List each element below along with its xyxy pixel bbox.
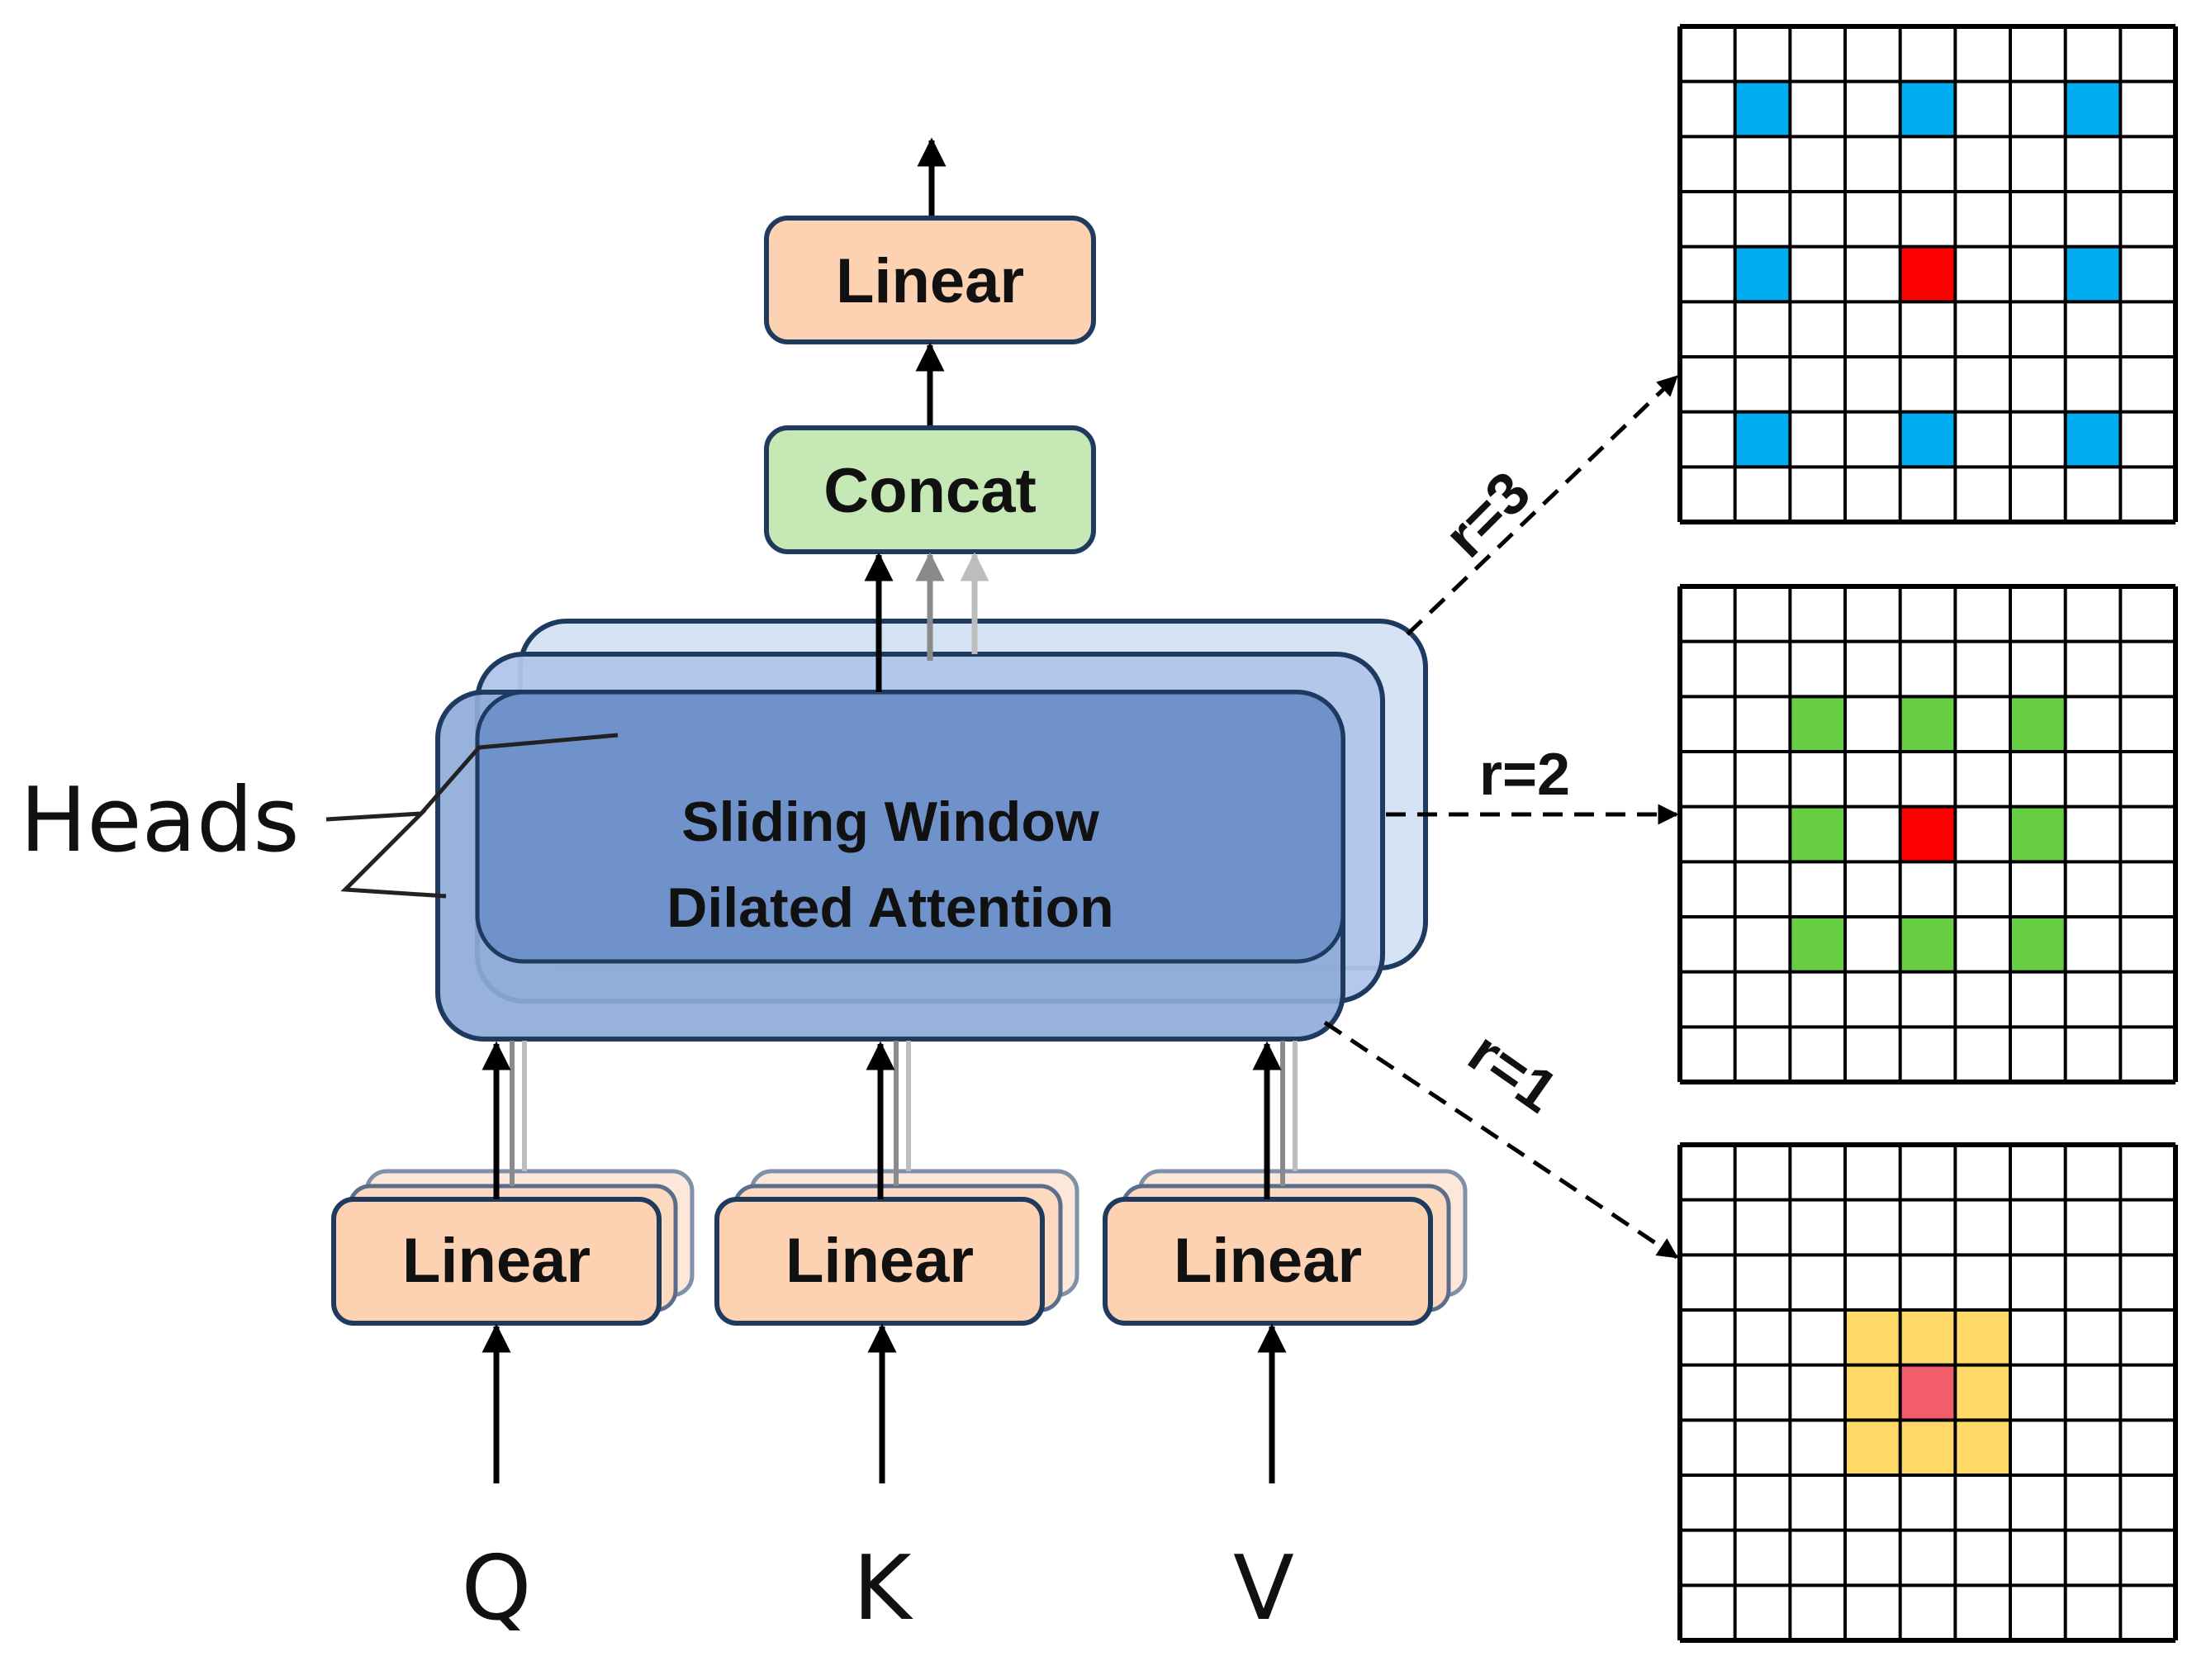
highlight-cell: [1900, 806, 1956, 862]
q-linear-label: Linear: [402, 1226, 591, 1296]
heads-bracket: [325, 733, 619, 899]
highlight-cell: [1845, 1420, 1900, 1475]
v-branch: Linear V: [1103, 1041, 1468, 1640]
highlight-cell: [1734, 246, 1791, 302]
r1-label: r=1: [1457, 1019, 1569, 1126]
highlight-cell: [1955, 1310, 2010, 1365]
output-linear-box: Linear: [764, 216, 1096, 344]
k-label: K: [853, 1537, 914, 1640]
r3-label: r=3: [1432, 459, 1543, 570]
dilation-grid-r2: [1677, 584, 2178, 1084]
highlight-cell: [1900, 81, 1956, 137]
k-linear-label: Linear: [785, 1226, 974, 1296]
highlight-cell: [2065, 81, 2121, 137]
dilation-grid-r1: [1677, 1142, 2178, 1643]
highlight-cell: [1900, 1310, 1956, 1365]
heads-label: Heads: [20, 769, 300, 872]
concat-box: Concat: [764, 425, 1096, 554]
v-label: V: [1233, 1537, 1294, 1640]
highlight-cell: [1734, 411, 1791, 467]
highlight-cell: [1900, 917, 1956, 972]
highlight-cell: [1790, 917, 1845, 972]
attention-label-line1: Sliding Window: [681, 790, 1100, 853]
dilation-grid-r3: [1677, 24, 2178, 524]
q-label: Q: [461, 1537, 531, 1640]
highlight-cell: [2065, 411, 2121, 467]
highlight-cell: [1845, 1364, 1900, 1421]
highlight-cell: [1900, 411, 1956, 467]
highlight-cell: [1790, 806, 1845, 862]
highlight-cell: [1790, 696, 1845, 752]
highlight-cell: [1955, 1364, 2010, 1421]
highlight-cell: [1955, 1420, 2010, 1475]
highlight-cell: [1900, 696, 1956, 752]
highlight-cell: [1734, 81, 1791, 137]
v-linear-label: Linear: [1174, 1226, 1362, 1296]
highlight-cell: [2010, 806, 2066, 862]
q-branch: Linear Q: [331, 1041, 695, 1640]
output-linear-label: Linear: [836, 246, 1024, 316]
highlight-cell: [1900, 246, 1956, 302]
highlight-cell: [2010, 696, 2066, 752]
highlight-cell: [1845, 1310, 1900, 1365]
highlight-cell: [1900, 1420, 1956, 1475]
k-branch: Linear K: [714, 1041, 1079, 1640]
attention-label-line2: Dilated Attention: [667, 876, 1113, 939]
highlight-cell: [2065, 246, 2121, 302]
attention-inner-box: [475, 690, 1345, 964]
r2-label: r=2: [1479, 742, 1570, 808]
highlight-cell: [1900, 1364, 1956, 1421]
concat-label: Concat: [823, 456, 1037, 526]
r1-connector: [1323, 1020, 1679, 1260]
highlight-cell: [2010, 917, 2066, 972]
